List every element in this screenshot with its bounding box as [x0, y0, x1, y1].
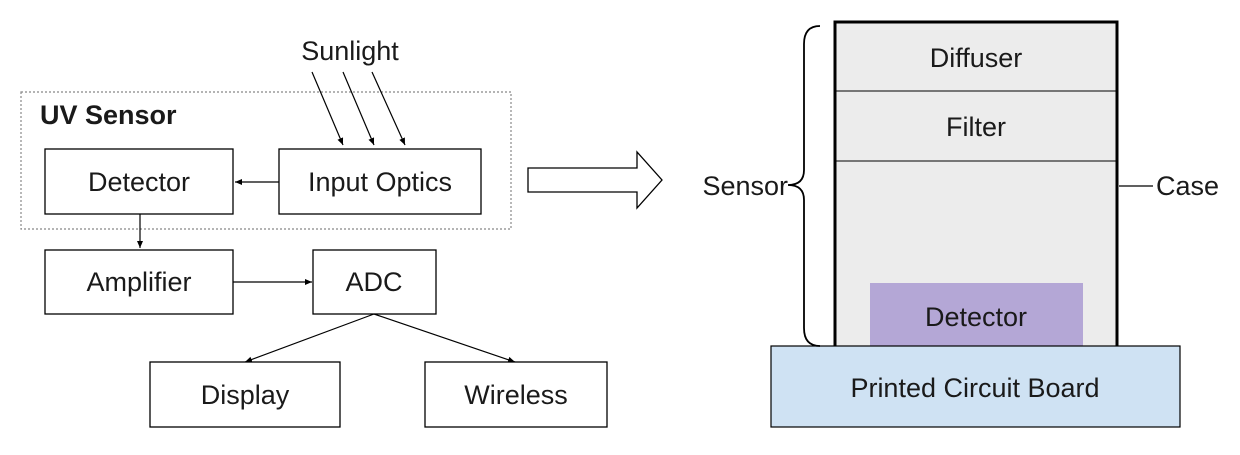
diffuser-layer-label: Diffuser [930, 43, 1023, 73]
sunlight-ray-2 [342, 71, 375, 146]
block-diagram: UV Sensor Sunlight Detector Input Optics… [20, 36, 608, 428]
display-block-label: Display [201, 380, 290, 410]
uv-sensor-group-label: UV Sensor [40, 100, 177, 130]
wireless-block-label: Wireless [464, 380, 568, 410]
sensor-brace [787, 25, 821, 347]
amplifier-block: Amplifier [44, 249, 234, 315]
printed-circuit-board [770, 345, 1181, 428]
detector-block-label: Detector [88, 167, 190, 197]
detector-chip-label: Detector [925, 302, 1027, 332]
display-block: Display [149, 361, 341, 428]
adc-to-wireless-arrow [373, 313, 516, 363]
filter-layer-label: Filter [946, 112, 1006, 142]
adc-block-label: ADC [345, 267, 402, 297]
sunlight-ray-3 [371, 71, 406, 146]
uv-sensor-group-outline [20, 91, 512, 230]
hollow-transition-arrow [527, 150, 663, 210]
input-optics-block-label: Input Optics [308, 167, 452, 197]
detector-block: Detector [44, 148, 234, 215]
sunlight-label: Sunlight [301, 36, 399, 66]
cross-section: Diffuser Filter Detector Printed Circuit… [702, 20, 1219, 428]
amplifier-block-label: Amplifier [86, 267, 191, 297]
detector-chip [870, 283, 1083, 346]
adc-block: ADC [312, 249, 437, 315]
case-label: Case [1156, 171, 1219, 201]
sensor-label: Sensor [702, 171, 788, 201]
sunlight-ray-1 [311, 71, 344, 146]
wireless-block: Wireless [424, 361, 608, 428]
pcb-label: Printed Circuit Board [850, 373, 1099, 403]
adc-to-display-arrow [244, 313, 375, 363]
input-optics-block: Input Optics [278, 148, 482, 215]
